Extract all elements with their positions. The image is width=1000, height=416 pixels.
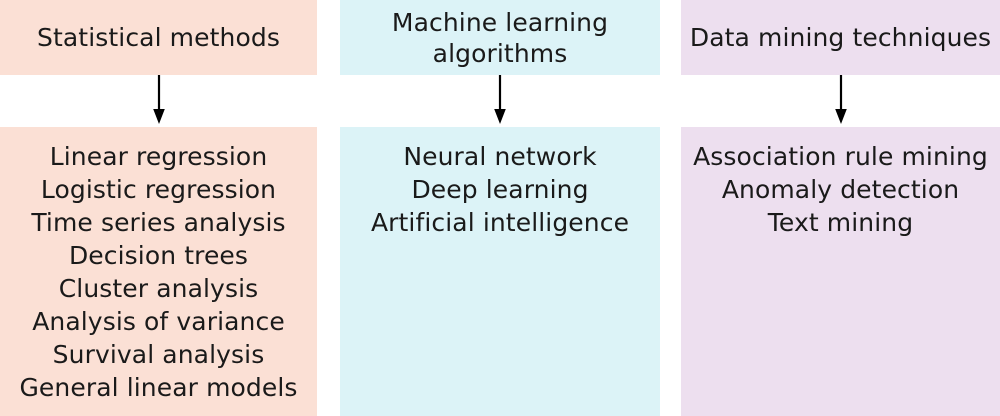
header-label-data-mining-techniques: Data mining techniques [689,23,992,52]
list-item: Logistic regression [40,175,277,204]
column-machine-learning-algorithms: Machine learning algorithms Neural netwo… [340,0,660,416]
down-arrow-icon-machine-learning-algorithms [494,75,506,124]
list-item: Text mining [767,208,914,237]
header-box-data-mining-techniques: Data mining techniques [681,0,1000,75]
list-item: Artificial intelligence [370,208,630,237]
header-box-statistical-methods: Statistical methods [0,0,317,75]
header-label-machine-learning-algorithms: Machine learning algorithms [391,7,609,68]
down-arrow-icon-statistical-methods [152,75,165,124]
list-item: Decision trees [68,241,249,270]
list-item: Cluster analysis [58,274,259,303]
list-item: Deep learning [411,175,589,204]
column-data-mining-techniques: Data mining techniques Association rule … [681,0,1000,416]
header-box-machine-learning-algorithms: Machine learning algorithms [340,0,660,75]
list-item: Time series analysis [31,208,286,237]
list-item: Survival analysis [52,340,265,369]
list-item: Anomaly detection [721,175,960,204]
list-item: Neural network [403,142,597,171]
list-item: Association rule mining [693,142,988,171]
header-label-statistical-methods: Statistical methods [37,23,280,52]
list-item: Analysis of variance [32,307,285,336]
list-item: Linear regression [49,142,268,171]
down-arrow-icon-data-mining-techniques [834,75,847,124]
list-item: General linear models [19,373,298,402]
